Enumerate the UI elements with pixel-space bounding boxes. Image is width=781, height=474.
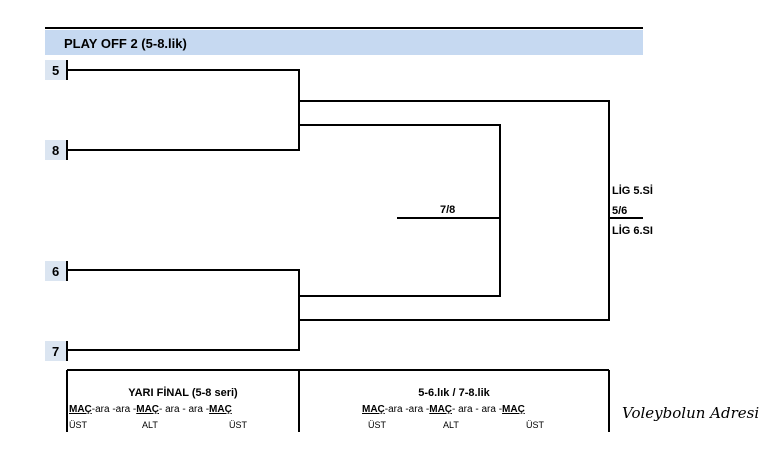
seed-6: 6 — [52, 264, 59, 279]
seed-box-8 — [45, 140, 67, 160]
final-bracket — [299, 100, 610, 321]
final-mac-3: MAÇ — [502, 404, 525, 415]
final-winner-bottom: LİG 6.SI — [612, 224, 653, 237]
third-place-bracket — [299, 124, 501, 297]
semifinal-mac-1: MAÇ — [69, 404, 92, 415]
semifinal-mac-3: MAÇ — [209, 404, 232, 415]
seed-8: 8 — [52, 143, 59, 158]
seed-box-7 — [45, 341, 67, 361]
semifinal-schedule: MAÇ-ara -ara -MAÇ- ara - ara -MAÇ — [69, 404, 232, 415]
final-ara-1: -ara -ara - — [385, 404, 429, 415]
third-place-label: 7/8 — [440, 204, 455, 216]
semifinal-mac-2: MAÇ — [136, 404, 159, 415]
semifinal-b-bracket — [67, 269, 300, 351]
seed-box-6 — [45, 261, 67, 281]
final-ara-2: - ara - ara - — [452, 404, 502, 415]
bracket-lines — [66, 60, 643, 432]
final-venue-2: ALT — [443, 420, 459, 430]
seed-7: 7 — [52, 344, 59, 359]
final-venue-3: ÜST — [526, 420, 545, 430]
header-band — [45, 30, 643, 55]
final-mac-1: MAÇ — [362, 404, 385, 415]
semifinal-venue-3: ÜST — [229, 420, 248, 430]
semifinal-title: YARI FİNAL (5-8 seri) — [128, 386, 238, 399]
semifinal-venue-1: ÜST — [69, 420, 88, 430]
final-mac-2: MAÇ — [429, 404, 452, 415]
seed-5: 5 — [52, 63, 59, 78]
seed-box-5 — [45, 60, 67, 80]
final-title: 5-6.lık / 7-8.lik — [418, 387, 490, 399]
semifinal-ara-1: -ara -ara - — [92, 404, 136, 415]
semifinal-ara-2: - ara - ara - — [159, 404, 209, 415]
final-venue-1: ÜST — [368, 420, 387, 430]
signature: Voleybolun Adresi — [622, 404, 759, 422]
final-schedule: MAÇ-ara -ara -MAÇ- ara - ara -MAÇ — [362, 404, 525, 415]
page-title: PLAY OFF 2 (5-8.lik) — [64, 36, 187, 51]
final-winner-top: LİG 5.Sİ — [612, 184, 653, 197]
semifinal-a-bracket — [67, 69, 300, 151]
final-label: 5/6 — [612, 205, 627, 217]
semifinal-venue-2: ALT — [142, 420, 158, 430]
